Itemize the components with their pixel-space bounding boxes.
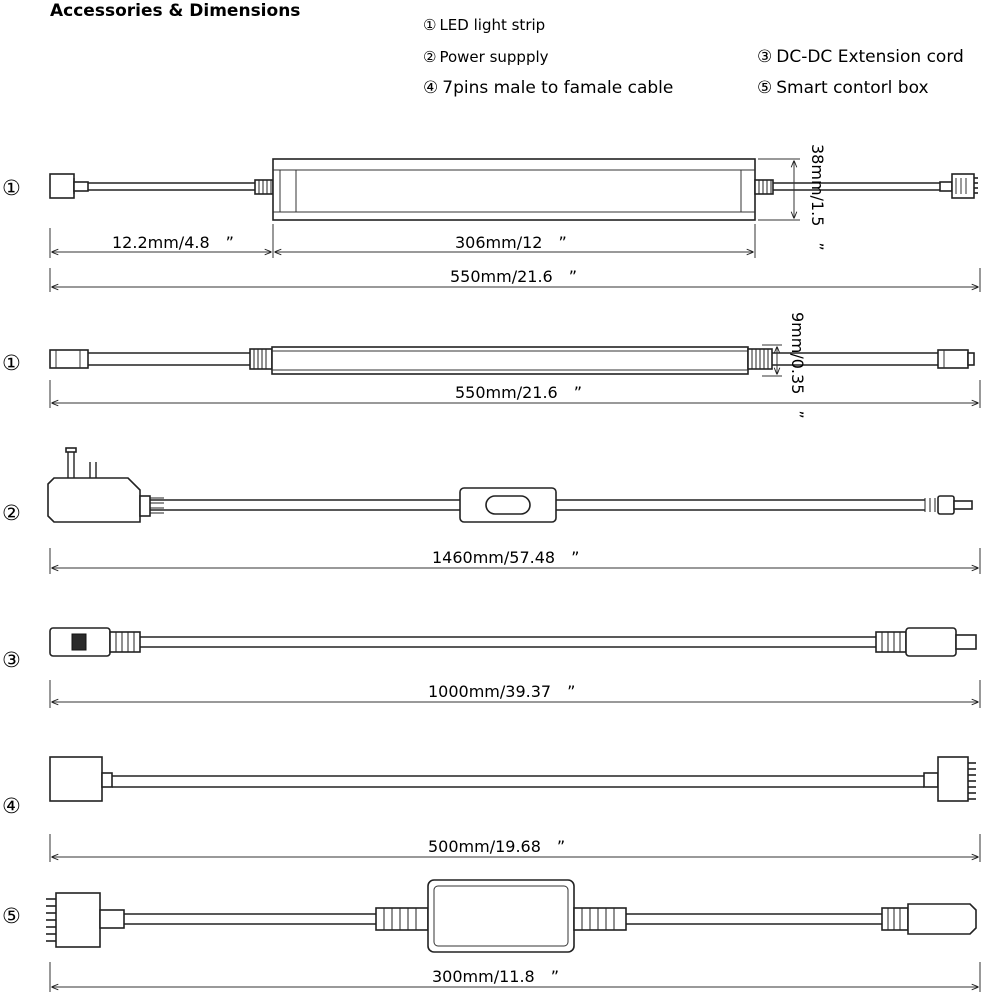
control-box-drawing [46, 879, 977, 953]
item-control-box: ⑤ [2, 879, 981, 992]
dim-total-length: 1460mm/57.48 ” [432, 548, 579, 567]
item-extension-cord: ③ 1000mm/39.37 ” [2, 627, 981, 708]
dim-total-length: 550mm/21.6 ” [450, 267, 577, 286]
power-supply-drawing [47, 447, 973, 523]
dimension-lines [49, 680, 981, 708]
item-number: ⑤ [2, 904, 21, 928]
page-title: Accessories & Dimensions [50, 1, 300, 21]
dimension-lines [49, 344, 981, 408]
dim-height: 38mm/1.5 ” [808, 144, 827, 251]
item-number: ④ [2, 794, 21, 818]
item-power-supply: ② 1460mm [2, 447, 981, 574]
item-7pin-cable: ④ 500mm/19.68 ” [2, 756, 981, 862]
dim-total-length: 550mm/21.6 ” [455, 383, 582, 402]
dim-total-length: 500mm/19.68 ” [428, 837, 565, 856]
dimension-lines [49, 158, 981, 292]
dimension-lines [49, 548, 981, 574]
dim-bar-length: 306mm/12 ” [455, 233, 567, 252]
extension-cord-drawing [49, 627, 977, 657]
item-number: ① [2, 176, 21, 200]
dim-height: 9mm/0.35 ” [788, 312, 807, 419]
led-strip-front-drawing [49, 158, 978, 221]
item-led-strip-front: ① [2, 144, 981, 292]
item-number: ② [2, 501, 21, 525]
dimension-lines [49, 962, 981, 992]
dim-total-length: 1000mm/39.37 ” [428, 682, 575, 701]
item-number: ① [2, 351, 21, 375]
dimension-lines [49, 834, 981, 862]
item-number: ③ [2, 648, 21, 672]
dim-total-length: 300mm/11.8 ” [432, 967, 559, 986]
led-strip-side-drawing [49, 346, 975, 375]
dim-connector-length: 12.2mm/4.8 ” [112, 233, 234, 252]
7pin-cable-drawing [49, 756, 976, 802]
item-led-strip-side: ① 550mm/21.6 ” [2, 312, 981, 419]
